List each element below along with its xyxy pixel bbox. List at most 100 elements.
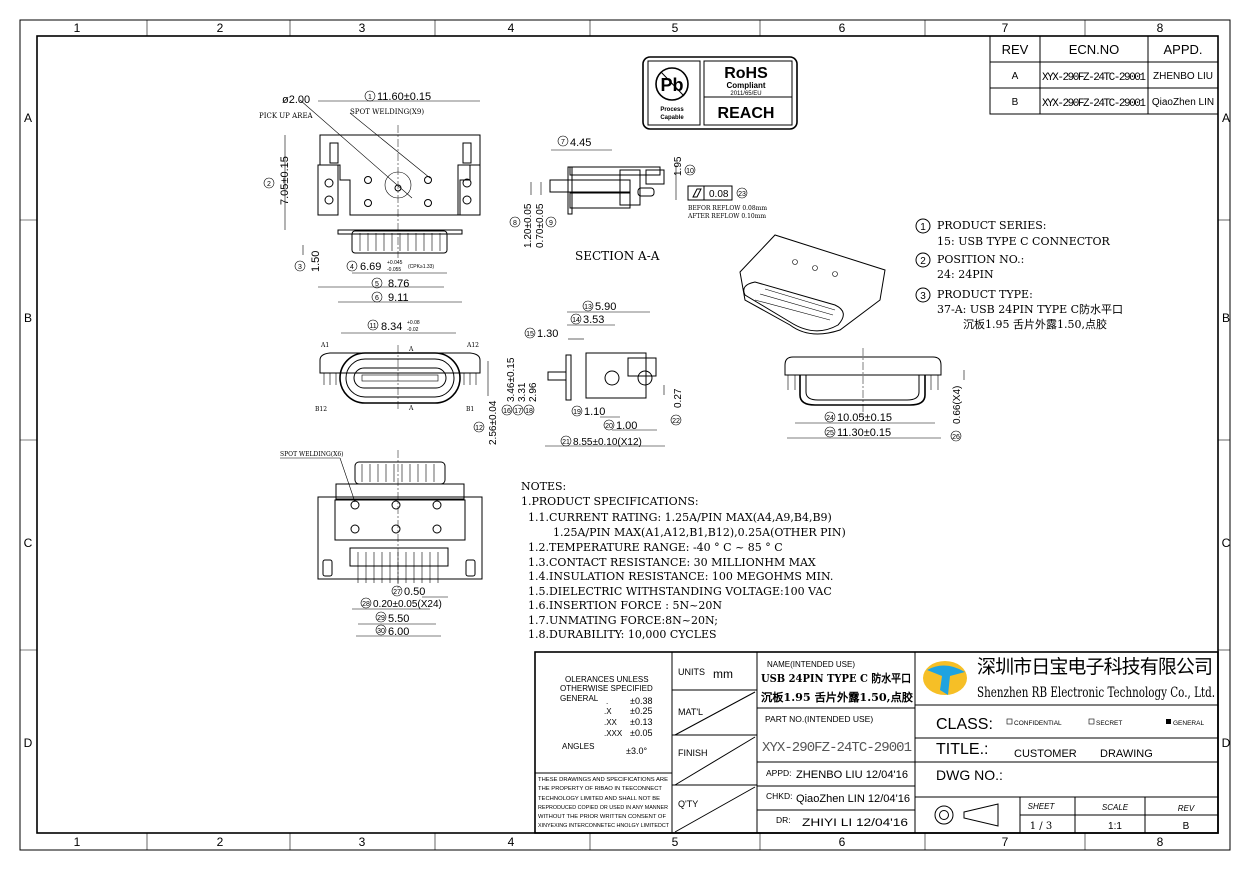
disclaimer-line: XINYEXING INTERCONNETEC HNOLGY LIMITEDCT [538,823,670,829]
rohs-logo-text: RoHS [724,65,768,82]
dim-25: 11.30±0.15 [837,427,891,439]
secret-checkbox[interactable] [1088,718,1095,725]
pin-label: B1 [466,406,474,413]
disclaimer-line: REPRODUCED COPIED OR USED IN ANY MANNER [538,805,668,811]
dim-2: 7.05±0.15 [279,156,291,205]
dim-28: 0.20±0.05(X24) [373,599,442,610]
title-value: DRAWING [1100,748,1153,760]
zone-label: B [1222,311,1230,325]
rev-value: B [1183,821,1190,832]
tolerance-prec: .XX [604,718,618,727]
ecn-cell: XYX-290FZ-24TC-29001 [1042,72,1146,84]
balloon: 28 [362,601,370,608]
product-name: USB 24PIN TYPE C 防水平口 [761,671,911,685]
balloon: 5 [375,281,379,288]
bottom-view: SPOT WELDING(X6) 27 0.50 28 0.20±0.05(X2… [280,450,483,638]
dr-label: DR: [776,815,791,825]
note-line: 1.6.INSERTION FORCE : 5N~20N [528,599,722,612]
disclaimer-line: THE PROPERTY OF RIBAO IN TEECONNECT [538,786,663,792]
zone-label: 3 [359,21,366,35]
balloon: 1 [920,222,926,233]
confidential-checkbox[interactable] [1006,718,1013,725]
zone-label: A [24,111,32,125]
zone-label: 5 [672,835,679,849]
balloon: 26 [952,434,960,441]
dim-17: 3.31 [517,382,528,402]
title-value: CUSTOMER [1014,748,1077,760]
reflow-before: BEFOR REFLOW 0.08mm [688,205,767,212]
isometric-view [739,234,886,335]
balloon: 23 [738,191,746,198]
zone-label: 6 [839,835,846,849]
legend-title: PRODUCT SERIES: [937,219,1047,232]
sheet-label: SHEET [1028,802,1056,811]
balloon: 29 [377,615,385,622]
qty-label: Q'TY [678,799,698,809]
title-label: TITLE.: [936,741,988,758]
legend-title: PRODUCT TYPE: [937,288,1033,301]
class-option: GENERAL [1173,720,1204,727]
rohs-directive: 2011/65/EU [730,91,761,97]
balloon: 21 [562,439,570,446]
reach-logo-text: REACH [718,105,775,122]
dim-7: 4.45 [570,137,591,149]
rev-header: REV [1002,42,1029,57]
company-logo [923,661,967,695]
balloon: 2 [267,181,271,188]
zone-label: 8 [1157,835,1164,849]
legend-line: 沉板1.95 舌片外露1.50,点胶 [963,317,1107,331]
balloon: 11 [369,323,376,330]
dim-14: 3.53 [583,314,604,326]
dim-21: 8.55±0.10(X12) [573,437,642,448]
zone-label: 1 [74,21,81,35]
dr-value: ZHIYI LI 12/04'16 [802,817,908,829]
balloon: 3 [920,291,926,302]
balloon: 1 [368,94,372,101]
balloon: 8 [513,220,517,227]
dim-10: 1.95 [673,156,684,176]
legend-title: POSITION NO.: [937,253,1024,266]
dim-27: 0.50 [404,586,425,598]
flatness-icon [692,188,702,198]
dim-12: 2.56±0.04 [488,400,499,445]
rev-label: REV [1178,804,1195,813]
balloon: 22 [672,418,680,425]
rohs-compliant: Compliant [726,81,765,90]
appd-cell: ZHENBO LIU [1153,71,1213,82]
zone-label: 6 [839,21,846,35]
chkd-label: CHKD: [766,791,792,801]
spot-welding-label: SPOT WELDING(X6) [280,451,344,458]
legend-line: 24: 24PIN [937,268,994,281]
rev-cell: A [1012,71,1019,82]
revision-table: REV ECN.NO APPD. A XYX-290FZ-24TC-29001 … [989,35,1219,115]
dim-4: 6.69 [360,261,381,273]
note-line: 1.25A/PIN MAX(A1,A12,B1,B12),0.25A(OTHER… [553,526,846,539]
dwg-no-label: DWG NO.: [936,767,1003,783]
zone-label: D [1222,736,1231,750]
tolerance-title: OLERANCES UNLESS [565,675,649,684]
projection-symbol-icon [934,803,999,827]
part-no-label: PART NO.(INTENDED USE) [765,714,873,724]
compliance-logos: Pb Process Capable RoHS Compliant 2011/6… [642,56,798,130]
balloon: 9 [549,220,553,227]
balloon: 14 [572,317,580,324]
note-line: 1.8.DURABILITY: 10,000 CYCLES [528,628,717,641]
side-view: 13 5.90 14 3.53 15 1.30 16 3.46±0.15 17 … [501,300,684,448]
angles-label: ANGLES [562,742,594,751]
company-name-en: Shenzhen RB Electronic Technology Co., L… [977,685,1215,701]
general-checkbox[interactable] [1166,719,1171,724]
balloon: 20 [605,423,613,430]
units-label: UNITS [678,667,705,677]
dim-19: 1.10 [584,406,605,418]
balloon: 4 [350,264,354,271]
zone-label: B [24,311,32,325]
company-name-cn: 深圳市日宝电子科技有限公司 [977,656,1213,678]
section-view: 7 4.45 8 1.20±0.05 9 0.70±0.05 1.95 10 0… [509,135,767,263]
class-option: SECRET [1096,720,1122,727]
name-label: NAME(INTENDED USE) [767,660,855,669]
balloon: 2 [920,256,926,267]
dim-15: 1.30 [537,328,558,340]
class-option: CONFIDENTIAL [1014,720,1062,727]
appd-header: APPD. [1163,42,1202,57]
